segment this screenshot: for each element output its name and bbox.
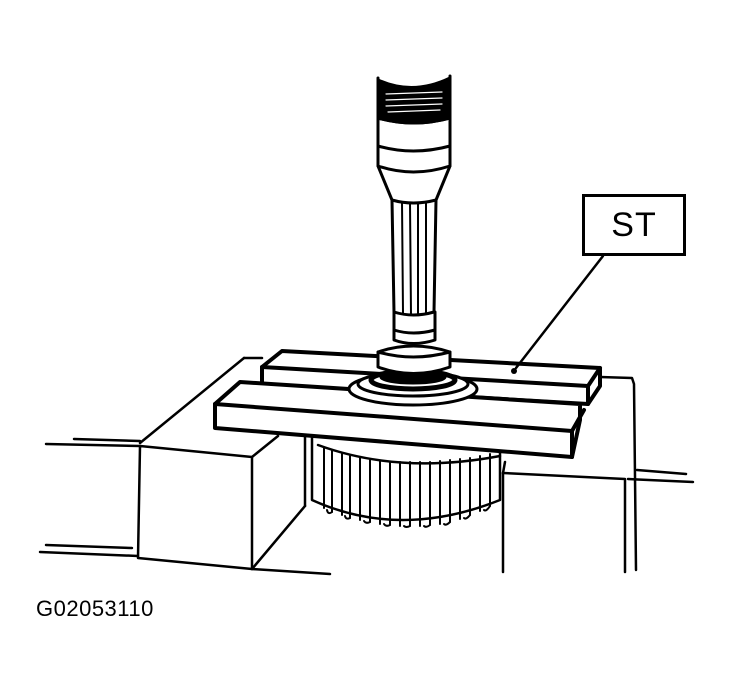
st-callout-text: ST	[611, 205, 657, 244]
figure-id-label: G02053110	[36, 596, 154, 621]
installer-shaft	[378, 200, 450, 374]
st-callout-label: ST	[582, 194, 686, 256]
base-blocks	[40, 358, 693, 574]
bearing	[349, 371, 477, 405]
st-leader-line	[511, 256, 603, 374]
gear	[312, 437, 500, 527]
press-ram	[378, 76, 450, 203]
